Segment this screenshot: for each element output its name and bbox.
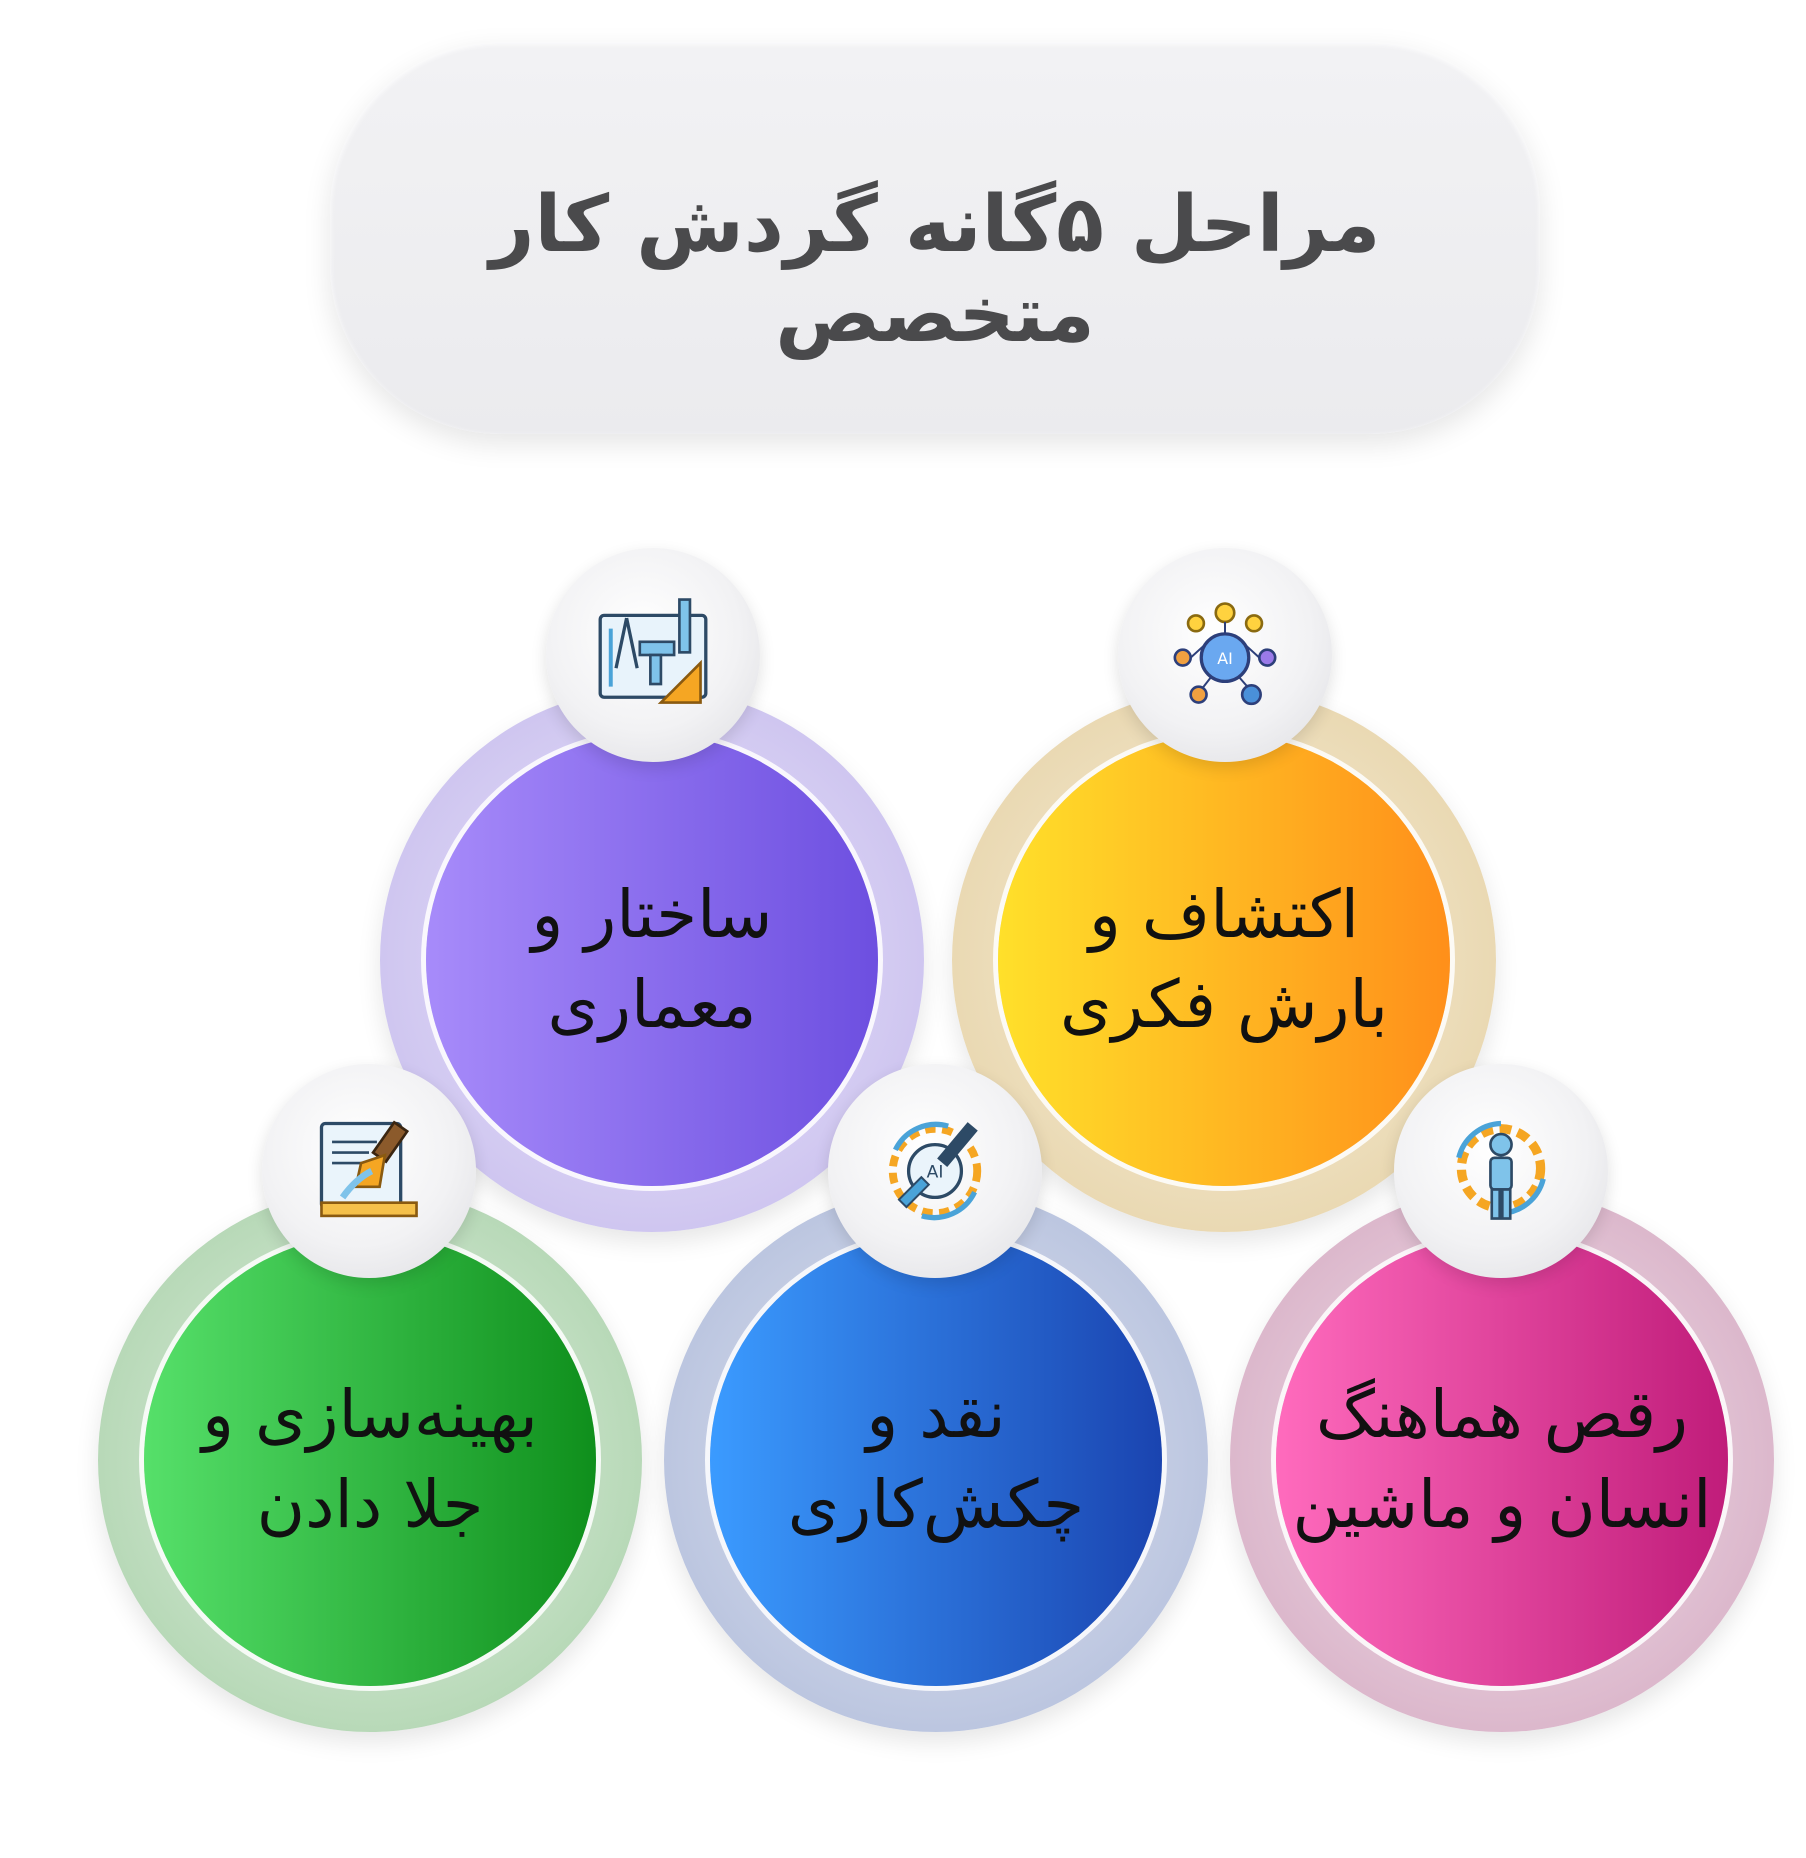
stage-circle-discovery[interactable]: اکتشاف و بارش فکری [998, 734, 1450, 1186]
ai-gear-hammer-icon: AI [828, 1064, 1042, 1278]
ai-brain-ideas-icon: AI [1118, 548, 1332, 762]
stage-label-discovery: اکتشاف و بارش فکری [1060, 876, 1388, 1043]
diagram-title: مراحل ۵گانه گردش کار متخصص [489, 180, 1381, 360]
stage-circle-critique[interactable]: نقد و چکش‌کاری [710, 1234, 1162, 1686]
human-gear-cycle-icon [1394, 1064, 1608, 1278]
stage-circle-optimization[interactable]: بهینه‌سازی و جلا دادن [144, 1234, 596, 1686]
svg-text:AI: AI [1217, 649, 1233, 668]
stage-circle-architecture[interactable]: ساختار و معماری [426, 734, 878, 1186]
title-banner [330, 42, 1540, 434]
stage-label-collaboration: رقص هماهنگ انسان و ماشین [1292, 1376, 1712, 1543]
stage-label-critique: نقد و چکش‌کاری [787, 1376, 1085, 1543]
stage-label-optimization: بهینه‌سازی و جلا دادن [202, 1376, 538, 1543]
paint-brush-ruler-icon [262, 1064, 476, 1278]
stage-label-architecture: ساختار و معماری [531, 876, 773, 1043]
stage-circle-collaboration[interactable]: رقص هماهنگ انسان و ماشین [1276, 1234, 1728, 1686]
blueprint-tools-icon [546, 548, 760, 762]
svg-text:AI: AI [927, 1163, 944, 1183]
